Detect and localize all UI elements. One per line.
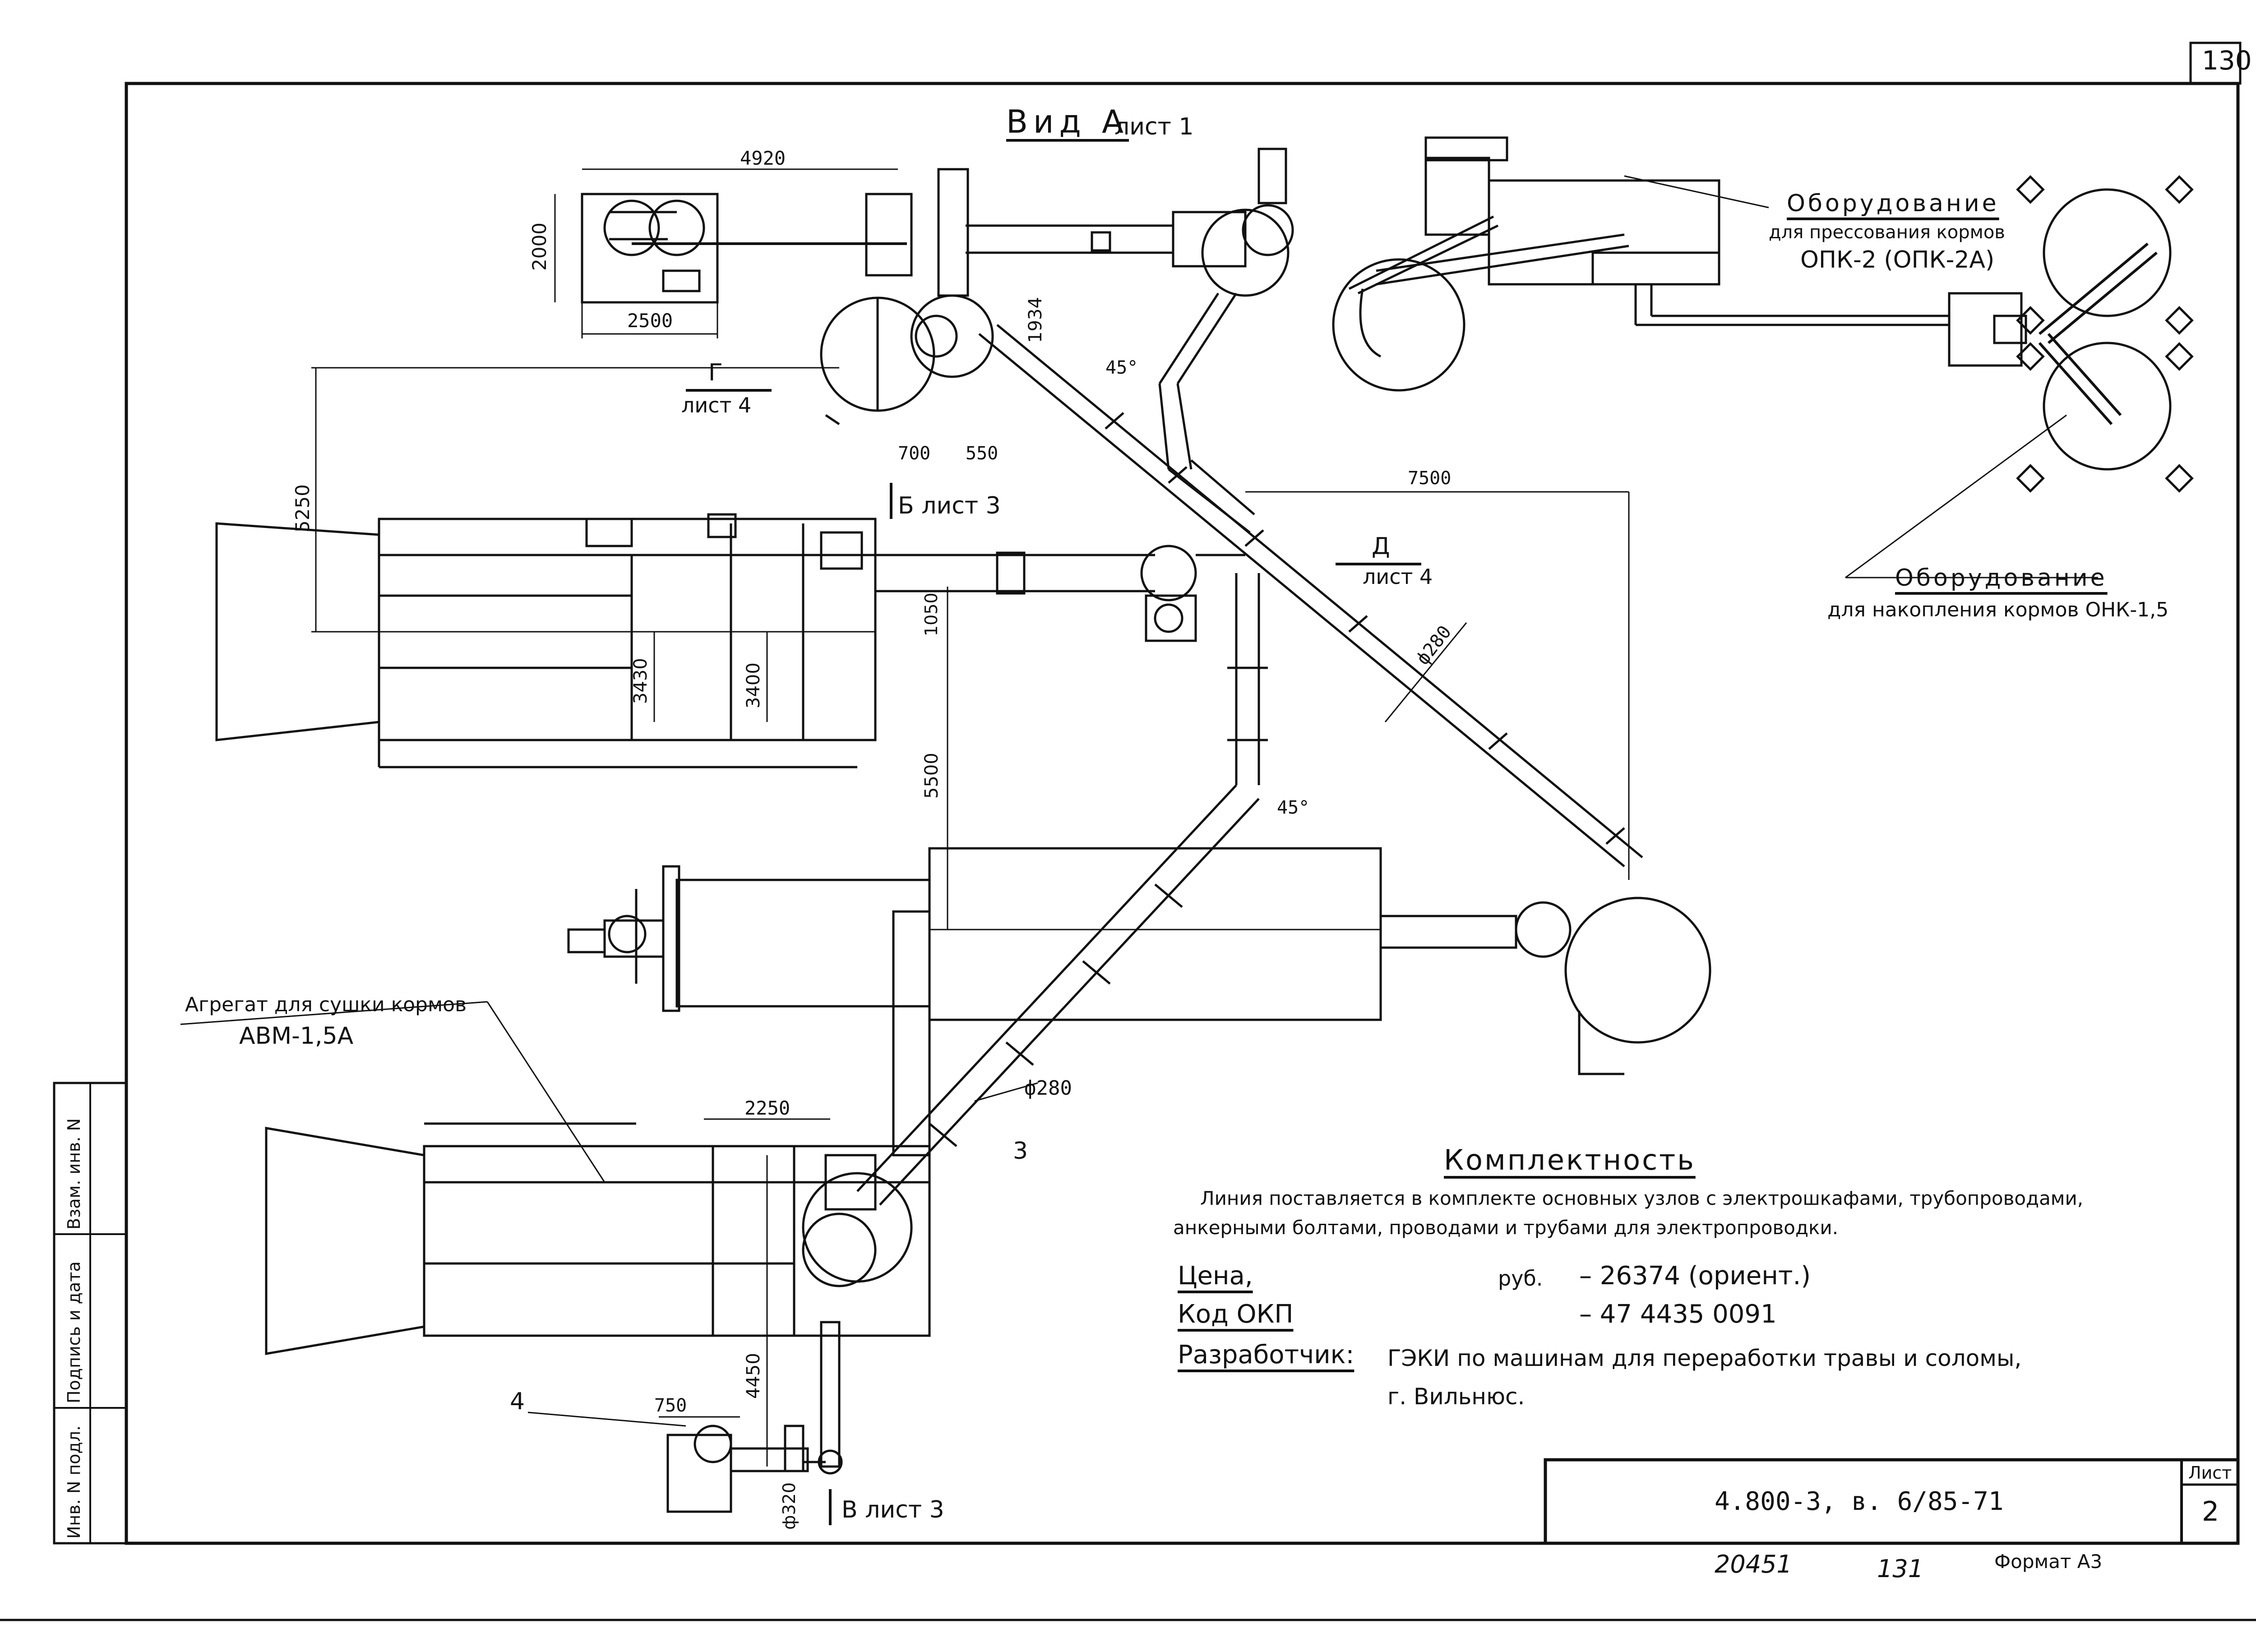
developer-label: Разработчик:	[1178, 1340, 1355, 1370]
press-equipment	[1201, 136, 1769, 392]
dim-5500: 5500	[921, 753, 942, 799]
dim-1050: 1050	[921, 592, 941, 636]
upper-cyclone	[820, 168, 994, 426]
completeness-line2: анкерными болтами, проводами и трубами д…	[1173, 1217, 1839, 1239]
side-vzam: Взам. инв. N	[64, 1118, 84, 1230]
dim-1934: 1934	[1025, 297, 1046, 343]
dim-3430: 3430	[630, 658, 651, 704]
dim-4920: 4920	[740, 147, 786, 169]
pipe-middle	[875, 545, 1245, 642]
section-arrows	[686, 389, 1630, 1525]
dim-3400: 3400	[743, 662, 764, 708]
pipe-vertical-lower	[856, 573, 1268, 1206]
position-4: 4	[510, 1388, 525, 1415]
position-3: 3	[1013, 1138, 1028, 1165]
press-desc: для прессования кормов	[1769, 222, 2005, 243]
dim-2250: 2250	[744, 1097, 791, 1119]
bottom-num-1: 20451	[1715, 1550, 1792, 1578]
ref-d-letter: Д	[1372, 533, 1390, 560]
stamp-sheet-label: Лист	[2188, 1463, 2232, 1483]
dim-280-lower: ф280	[1024, 1077, 1072, 1100]
ref-d-sheet: лист 4	[1363, 565, 1433, 589]
dim-4450: 4450	[743, 1353, 764, 1399]
dryer-title: Агрегат для сушки кормов	[185, 993, 467, 1016]
sheet-frame	[0, 42, 2256, 1621]
completeness-heading: Комплектность	[1444, 1143, 1696, 1176]
price-label: Цена,	[1178, 1261, 1253, 1291]
view-sheet: лист 1	[1114, 113, 1194, 140]
pipe-45-upper	[1158, 292, 1255, 533]
storage-desc: для накопления кормов ОНК-1,5	[1827, 598, 2169, 621]
price-unit: руб.	[1498, 1266, 1543, 1291]
dim-320: ф320	[779, 1482, 799, 1530]
storage-equipment	[1845, 175, 2194, 578]
dryer-model: АВМ-1,5А	[239, 1023, 354, 1050]
dim-550: 550	[966, 443, 999, 464]
pipe-diagonal-right	[978, 324, 1643, 867]
dryer-upper	[215, 367, 877, 768]
middle-cylinder	[567, 847, 1711, 1157]
ref-g-letter: Г	[708, 359, 723, 386]
lower-cyclone	[527, 1118, 913, 1513]
developer-line1: ГЭКИ по машинам для переработки травы и …	[1387, 1345, 2022, 1371]
completeness-line1: Линия поставляется в комплекте основных …	[1200, 1187, 2084, 1209]
dim-700: 700	[898, 443, 931, 464]
bottom-num-2: 131	[1877, 1555, 1924, 1583]
okp-value: – 47 4435 0091	[1579, 1300, 1777, 1329]
sheet-number-top: 130	[2202, 45, 2252, 76]
dim-5250: 5250	[291, 484, 314, 532]
stamp-sheet-number: 2	[2202, 1496, 2219, 1527]
stamp-doc-code: 4.800-3, в. 6/85-71	[1715, 1487, 2004, 1516]
developer-line2: г. Вильнюс.	[1387, 1384, 1525, 1410]
price-value: – 26374 (ориент.)	[1579, 1261, 1811, 1291]
angle-45-lower: 45°	[1277, 797, 1310, 818]
angle-45-upper: 45°	[1105, 357, 1138, 378]
storage-title: Оборудование	[1895, 565, 2108, 592]
dim-2500: 2500	[627, 310, 673, 332]
dim-750: 750	[654, 1395, 687, 1416]
ref-v: В лист 3	[841, 1496, 944, 1523]
pipe-to-storage	[1634, 284, 2027, 367]
bottom-format: Формат А3	[1994, 1550, 2103, 1573]
dim-2000: 2000	[528, 222, 550, 271]
dim-7500: 7500	[1408, 468, 1452, 489]
side-inv: Инв. N подл.	[64, 1425, 84, 1539]
view-title: Вид А	[1006, 103, 1129, 140]
press-title: Оборудование	[1787, 190, 1999, 217]
ref-g-sheet: лист 4	[681, 393, 752, 417]
okp-label: Код ОКП	[1178, 1300, 1294, 1329]
control-cabinet	[554, 168, 898, 338]
press-model: ОПК-2 (ОПК-2А)	[1800, 246, 1995, 273]
ref-b: Б лист 3	[898, 492, 1001, 519]
dryer-lower	[180, 1001, 931, 1355]
side-sign: Подпись и дата	[64, 1261, 84, 1403]
